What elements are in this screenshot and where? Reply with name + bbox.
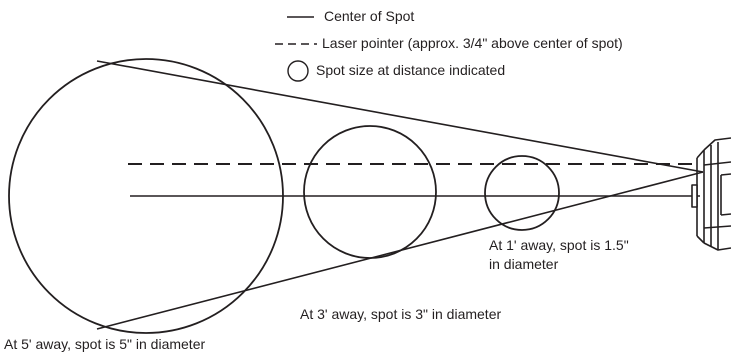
annotation-1ft: At 1' away, spot is 1.5" in diameter <box>489 237 629 273</box>
legend-laser-label: Laser pointer (approx. 3/4" above center… <box>322 35 623 51</box>
legend-spot-swatch <box>287 60 309 82</box>
thermometer-device-icon <box>691 137 731 251</box>
annotation-1ft-line2: in diameter <box>489 256 559 272</box>
spot-circle-3ft <box>303 125 437 259</box>
annotation-3ft: At 3' away, spot is 3" in diameter <box>300 306 502 322</box>
annotation-1ft-line1: At 1' away, spot is 1.5" <box>489 237 629 253</box>
annotation-5ft: At 5' away, spot is 5" in diameter <box>4 336 206 352</box>
legend-center-label: Center of Spot <box>324 8 415 24</box>
cone-upper-line <box>96 60 704 173</box>
legend-spot-label: Spot size at distance indicated <box>316 62 506 78</box>
spot-circle-1ft <box>484 155 560 231</box>
